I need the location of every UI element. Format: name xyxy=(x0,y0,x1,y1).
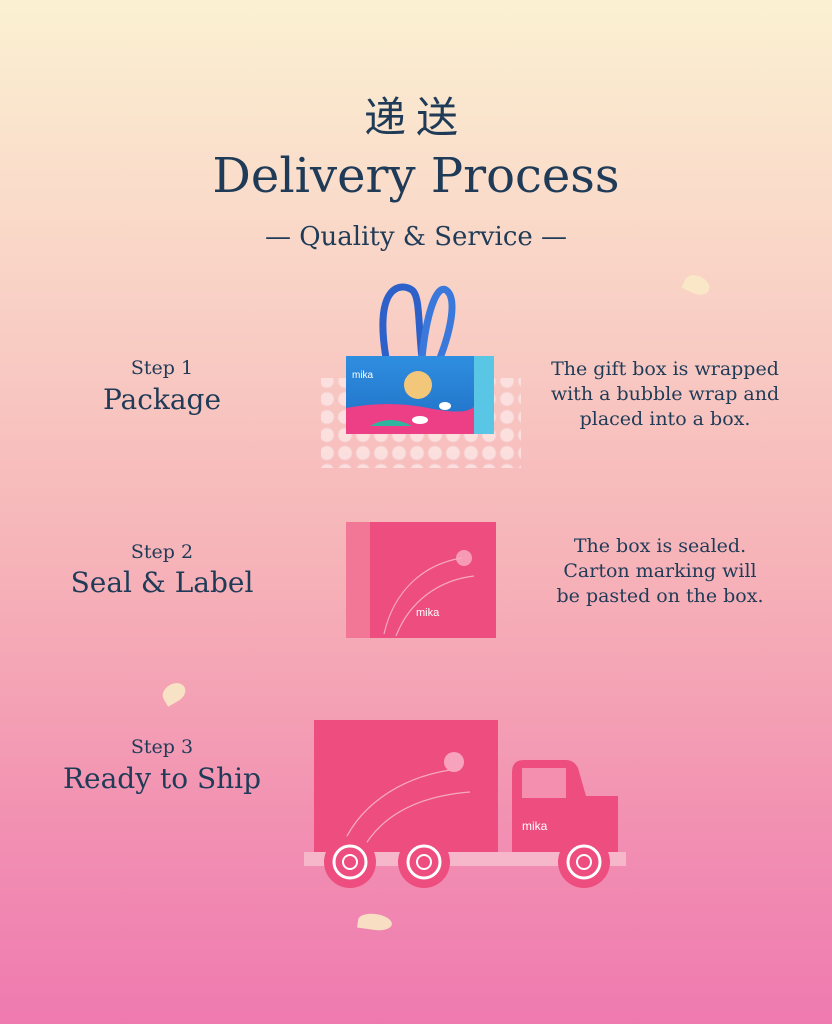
delivery-truck-illustration: mika xyxy=(304,720,626,888)
moon xyxy=(456,550,472,566)
step-2-number: Step 2 xyxy=(130,541,194,563)
step-1-description: The gift box is wrapped with a bubble wr… xyxy=(542,357,788,432)
truck-cargo-box xyxy=(314,720,498,858)
step-2-name: Seal & Label xyxy=(70,566,254,599)
gift-box-side xyxy=(474,356,494,434)
step-2-description: The box is sealed. Carton marking will b… xyxy=(542,534,778,609)
description-line: placed into a box. xyxy=(579,408,751,430)
truck-wheel xyxy=(398,836,450,888)
truck-base xyxy=(304,852,626,866)
description-line: The gift box is wrapped xyxy=(551,358,779,380)
carton-logo: mika xyxy=(416,607,440,619)
description-line: be pasted on the box. xyxy=(556,585,764,607)
step-3-number: Step 3 xyxy=(130,736,194,758)
grass-stroke xyxy=(359,791,471,855)
moon xyxy=(444,752,464,772)
green-hill xyxy=(370,420,412,426)
moon xyxy=(404,371,432,399)
grass-stroke xyxy=(383,557,463,635)
carton-box xyxy=(346,522,496,638)
petal-decoration xyxy=(357,911,393,933)
description-line: with a bubble wrap and xyxy=(550,383,780,405)
box-logo: mika xyxy=(352,370,374,381)
gift-box-illustration: mika xyxy=(321,283,521,468)
petal-decoration xyxy=(159,679,189,707)
sealed-box-illustration: mika xyxy=(346,522,496,638)
description-line: The box is sealed. xyxy=(573,535,747,557)
petal-decoration xyxy=(681,271,713,299)
title-chinese: 递送 xyxy=(363,93,468,142)
carton-flap xyxy=(346,522,370,638)
bag-handle xyxy=(418,285,456,360)
bag-handle xyxy=(379,283,426,359)
description-line: Carton marking will xyxy=(563,560,757,582)
truck-logo: mika xyxy=(522,819,548,833)
rabbit xyxy=(412,416,428,424)
pink-hills xyxy=(346,404,474,434)
page-title: Delivery Process xyxy=(212,148,620,204)
page-subtitle: — Quality & Service — xyxy=(264,222,568,252)
step-3-name: Ready to Ship xyxy=(62,762,262,795)
grass-stroke xyxy=(395,575,475,637)
truck-wheel xyxy=(558,836,610,888)
step-1-number: Step 1 xyxy=(130,357,194,379)
rabbit xyxy=(439,402,451,410)
step-1-name: Package xyxy=(102,383,222,416)
truck-wheel xyxy=(324,836,376,888)
truck-window xyxy=(522,768,566,798)
